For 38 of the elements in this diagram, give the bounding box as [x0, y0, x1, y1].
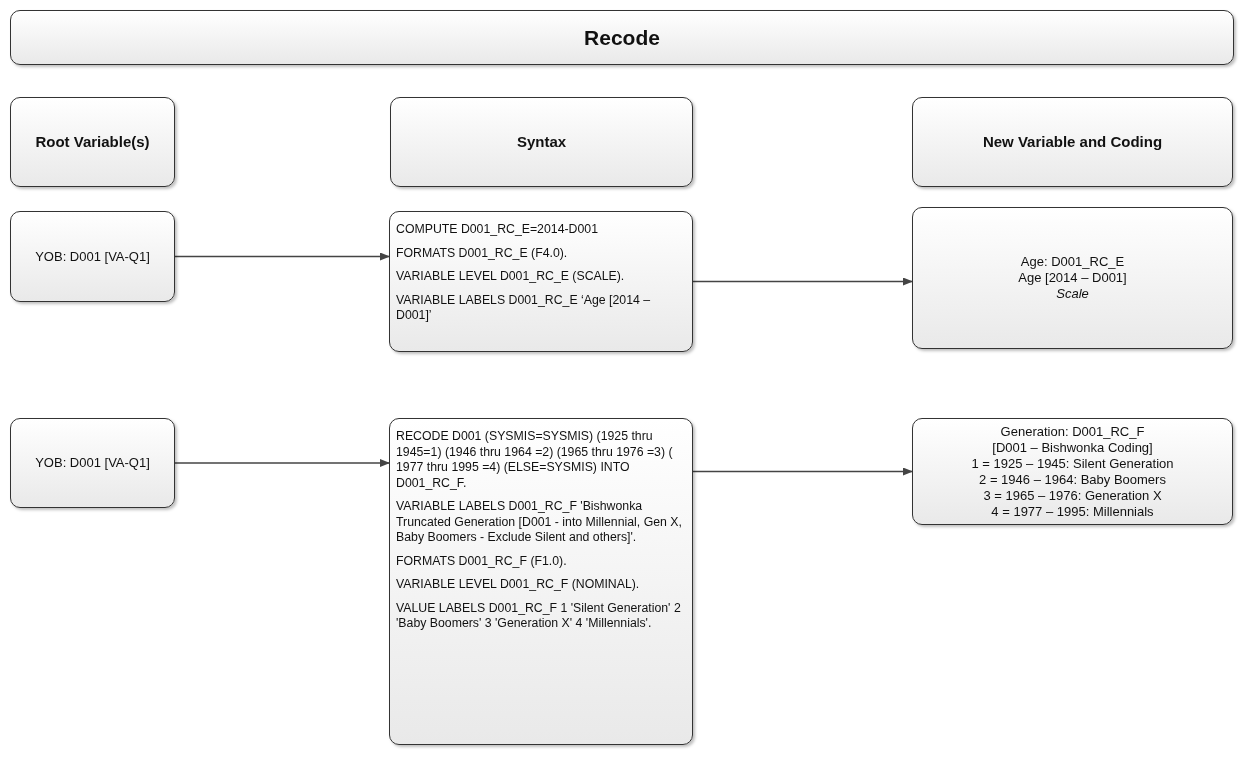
variable-text: 1 = 1925 – 1945: Silent Generation [971, 455, 1174, 472]
variable-box [10, 418, 175, 508]
variable-text: Scale [1056, 286, 1089, 302]
variable-text: 3 = 1965 – 1976: Generation X [983, 487, 1162, 504]
syntax-line: FORMATS D001_RC_F (F1.0). [396, 553, 568, 569]
arrow [692, 467, 913, 476]
syntax-line: COMPUTE D001_RC_E=2014-D001 [396, 222, 599, 238]
syntax-line: VARIABLE LEVEL D001_RC_F (NOMINAL). [396, 577, 641, 593]
syntax-line: FORMATS D001_RC_E (F4.0). [396, 245, 569, 261]
title-text: Recode [584, 29, 660, 46]
column-header-box [390, 97, 693, 187]
column-header-box [10, 97, 175, 187]
variable-text: YOB: D001 [VA-Q1] [35, 455, 150, 471]
syntax-line: VARIABLE LABELS D001_RC_F 'Bishwonka Truncated Generation [D001 - into Millennial, Gen X, Baby Boomers - Exclude Silent and others]'. [396, 499, 683, 546]
arrow [174, 252, 390, 261]
arrow [174, 459, 390, 467]
variable-text: 2 = 1946 – 1964: Baby Boomers [979, 471, 1166, 488]
variable-box [912, 207, 1233, 349]
variable-box [912, 418, 1233, 525]
header-text: Syntax [516, 134, 567, 150]
variable-text: YOB: D001 [VA-Q1] [35, 248, 150, 265]
syntax-line: RECODE D001 (SYSMIS=SYSMIS) (1925 thru 1945=1) (1946 thru 1964 =2) (1965 thru 1976 =3) ( 1977 thru 1995 =4) (ELSE=SYSMIS) INTO D001_RC_F. [396, 429, 674, 491]
variable-box [10, 211, 175, 302]
arrow [692, 277, 913, 286]
syntax-line: VARIABLE LABELS D001_RC_E ‘Age [2014 – D001]’ [396, 292, 652, 324]
syntax-box [389, 211, 693, 352]
header-text: New Variable and Coding [982, 134, 1163, 150]
syntax-line: VALUE LABELS D001_RC_F 1 'Silent Generation' 2 'Baby Boomers' 3 'Generation X' 4 'Millennials'. [396, 600, 682, 632]
syntax-line: VARIABLE LEVEL D001_RC_E (SCALE). [396, 269, 626, 285]
variable-text: Generation: D001_RC_F [1000, 423, 1145, 440]
variable-text: Age: D001_RC_E [1020, 254, 1125, 270]
variable-text: [D001 – Bishwonka Coding] [992, 439, 1153, 456]
variable-text: Age [2014 – D001] [1018, 270, 1127, 286]
title-bar [10, 10, 1234, 65]
variable-text: 4 = 1977 – 1995: Millennials [991, 503, 1154, 520]
column-header-box [912, 97, 1233, 187]
header-text: Root Variable(s) [35, 134, 150, 150]
syntax-box [389, 418, 693, 745]
